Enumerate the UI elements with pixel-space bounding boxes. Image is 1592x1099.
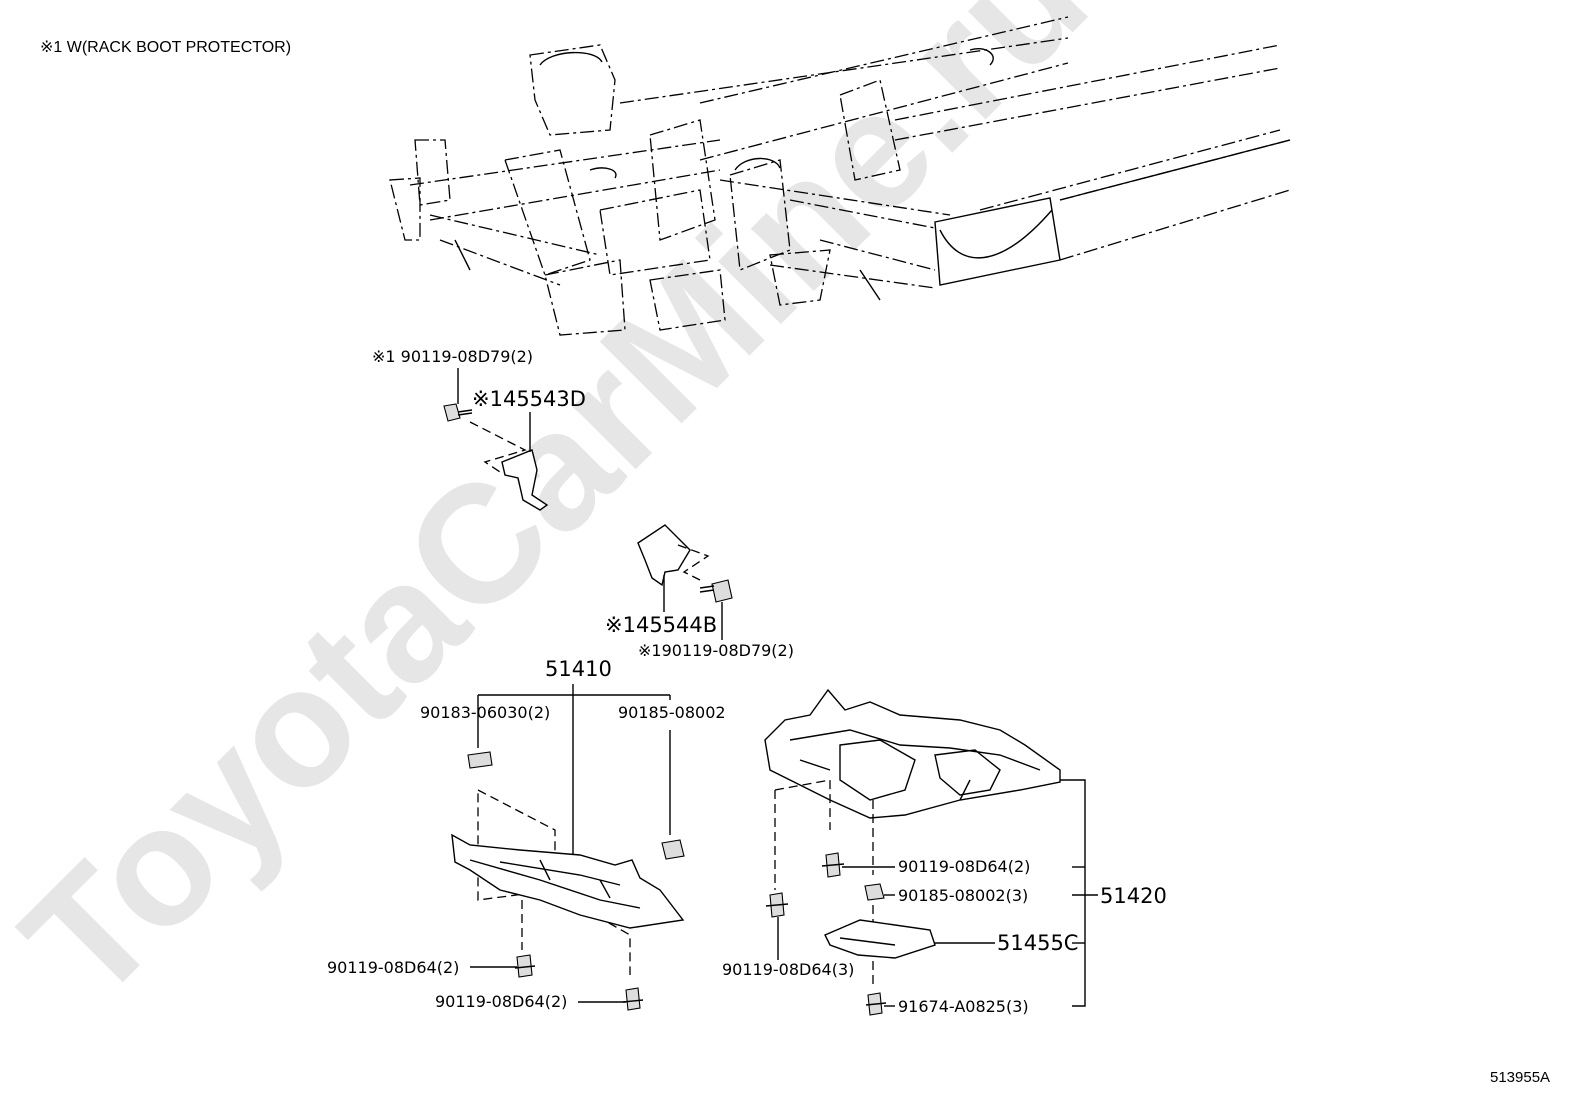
under-cover-51410 — [451, 684, 685, 1011]
frame-assembly — [389, 16, 1291, 336]
callout-cover-51420: 51420 — [1100, 884, 1167, 908]
callout-clip-right: 90185-08002 — [618, 703, 726, 722]
header-note: ※1 W(RACK BOOT PROTECTOR) — [40, 39, 291, 56]
callout-sub-cover-51455c: 51455C — [997, 931, 1078, 955]
bracket-45543d — [443, 368, 549, 511]
callout-clip-rear: 90185-08002(3) — [898, 886, 1028, 905]
callout-cover-51410: 51410 — [545, 657, 612, 681]
callout-bracket-45544b: ※145544B — [605, 613, 717, 637]
callout-bolt-front-b: 90119-08D64(2) — [435, 992, 567, 1011]
callout-bolt-right: ※190119-08D79(2) — [638, 641, 794, 660]
callout-bolt-rear-b: 90119-08D64(3) — [722, 960, 854, 979]
callout-bolt-top-left: ※1 90119-08D79(2) — [372, 347, 533, 366]
callout-screw-rear: 91674-A0825(3) — [898, 997, 1029, 1016]
callout-bolt-front-a: 90119-08D64(2) — [327, 958, 459, 977]
diagram-reference: 513955A — [1490, 1069, 1550, 1086]
bracket-45544b — [637, 524, 733, 640]
callout-bolt-rear-a: 90119-08D64(2) — [898, 857, 1030, 876]
under-cover-51420 — [764, 688, 1098, 1016]
callout-nut-left: 90183-06030(2) — [420, 703, 550, 722]
callout-bracket-45543d: ※145543D — [472, 387, 586, 411]
